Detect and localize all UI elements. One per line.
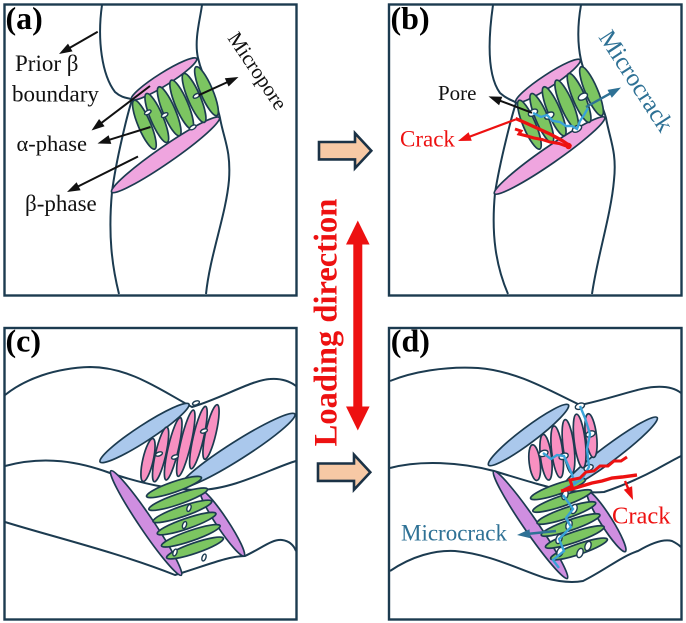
svg-text:Pore: Pore — [438, 81, 477, 105]
svg-text:(b): (b) — [391, 0, 430, 36]
svg-text:(a): (a) — [6, 0, 43, 36]
svg-text:Loading direction: Loading direction — [309, 199, 345, 447]
svg-text:(c): (c) — [6, 323, 42, 359]
svg-text:α-phase: α-phase — [17, 131, 88, 156]
svg-text:Crack: Crack — [400, 127, 455, 152]
svg-text:β-phase: β-phase — [25, 191, 97, 216]
svg-text:Crack: Crack — [612, 503, 671, 530]
svg-text:Prior β: Prior β — [15, 51, 78, 76]
svg-text:boundary: boundary — [12, 82, 99, 107]
svg-text:Microcrack: Microcrack — [401, 521, 507, 546]
svg-text:(d): (d) — [391, 323, 430, 359]
